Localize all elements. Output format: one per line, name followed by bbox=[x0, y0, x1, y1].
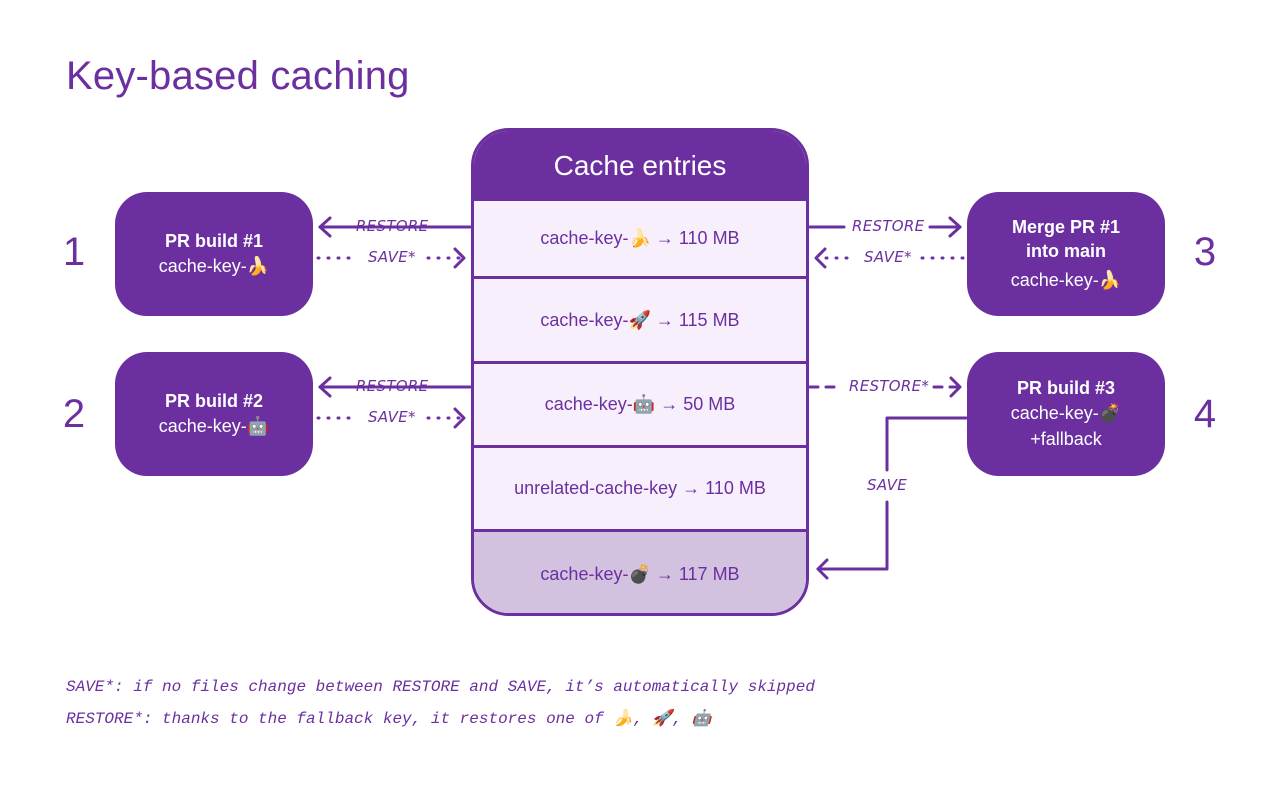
pr-build-2-title: PR build #2 bbox=[164, 391, 263, 411]
cache-entry-banana: cache-key-🍌 → 110 MB bbox=[474, 201, 806, 276]
restore-label-2: RESTORE bbox=[356, 377, 429, 395]
restore-star-label-4: RESTORE* bbox=[849, 377, 930, 395]
pr-build-2-key: cache-key-🤖 bbox=[158, 416, 270, 436]
diagram-title: Key-based caching bbox=[66, 54, 410, 98]
step-number-3: 3 bbox=[1193, 230, 1217, 274]
pr-build-2-box: PR build #2 cache-key-🤖 bbox=[115, 352, 313, 476]
save-label-4: SAVE bbox=[867, 476, 907, 494]
pr-build-1-key: cache-key-🍌 bbox=[158, 256, 270, 276]
save-arrow-4 bbox=[885, 416, 968, 472]
save-arrow-4b bbox=[816, 500, 889, 571]
step-number-1: 1 bbox=[62, 230, 86, 274]
merge-pr-title-2: into main bbox=[1026, 241, 1106, 261]
restore-star-arrowhead-4 bbox=[949, 376, 962, 398]
pr-build-1-title: PR build #1 bbox=[164, 231, 263, 251]
cache-entry-bomb: cache-key-💣 → 117 MB bbox=[474, 529, 806, 613]
restore-label-3: RESTORE bbox=[852, 217, 925, 235]
pr-build-3-key: cache-key-💣 bbox=[1010, 403, 1122, 423]
step-number-2: 2 bbox=[62, 392, 86, 436]
save-arrowhead-4 bbox=[816, 558, 829, 580]
save-star-arrowhead-3 bbox=[814, 247, 827, 269]
cache-entries-panel: Cache entries cache-key-🍌 → 110 MB cache… bbox=[471, 128, 809, 616]
cache-entries-header: Cache entries bbox=[474, 131, 806, 201]
merge-pr-title: Merge PR #1 bbox=[1011, 217, 1121, 237]
save-star-arrowhead-1 bbox=[453, 247, 466, 269]
restore-arrowhead-3 bbox=[948, 216, 962, 238]
merge-pr-key: cache-key-🍌 bbox=[1010, 270, 1122, 290]
pr-build-3-fallback: +fallback bbox=[1030, 429, 1102, 449]
merge-pr-box: Merge PR #1 into main cache-key-🍌 bbox=[967, 192, 1165, 316]
restore-arrowhead-2 bbox=[318, 376, 332, 398]
restore-arrowhead-1 bbox=[318, 216, 332, 238]
footnote-save: SAVE*: if no files change between RESTOR… bbox=[66, 678, 815, 696]
save-star-label-2: SAVE* bbox=[368, 408, 416, 426]
save-star-arrowhead-2 bbox=[453, 407, 466, 429]
cache-entry-rocket: cache-key-🚀 → 115 MB bbox=[474, 276, 806, 361]
pr-build-3-title: PR build #3 bbox=[1016, 378, 1115, 398]
pr-build-1-box: PR build #1 cache-key-🍌 bbox=[115, 192, 313, 316]
footnote-restore: RESTORE*: thanks to the fallback key, it… bbox=[66, 710, 712, 728]
save-star-label-1: SAVE* bbox=[368, 248, 416, 266]
cache-entry-robot: cache-key-🤖 → 50 MB bbox=[474, 361, 806, 445]
cache-entry-unrelated: unrelated-cache-key → 110 MB bbox=[474, 445, 806, 529]
step-number-4: 4 bbox=[1193, 392, 1217, 436]
pr-build-3-box: PR build #3 cache-key-💣 +fallback bbox=[967, 352, 1165, 476]
save-star-label-3: SAVE* bbox=[864, 248, 912, 266]
restore-label-1: RESTORE bbox=[356, 217, 429, 235]
